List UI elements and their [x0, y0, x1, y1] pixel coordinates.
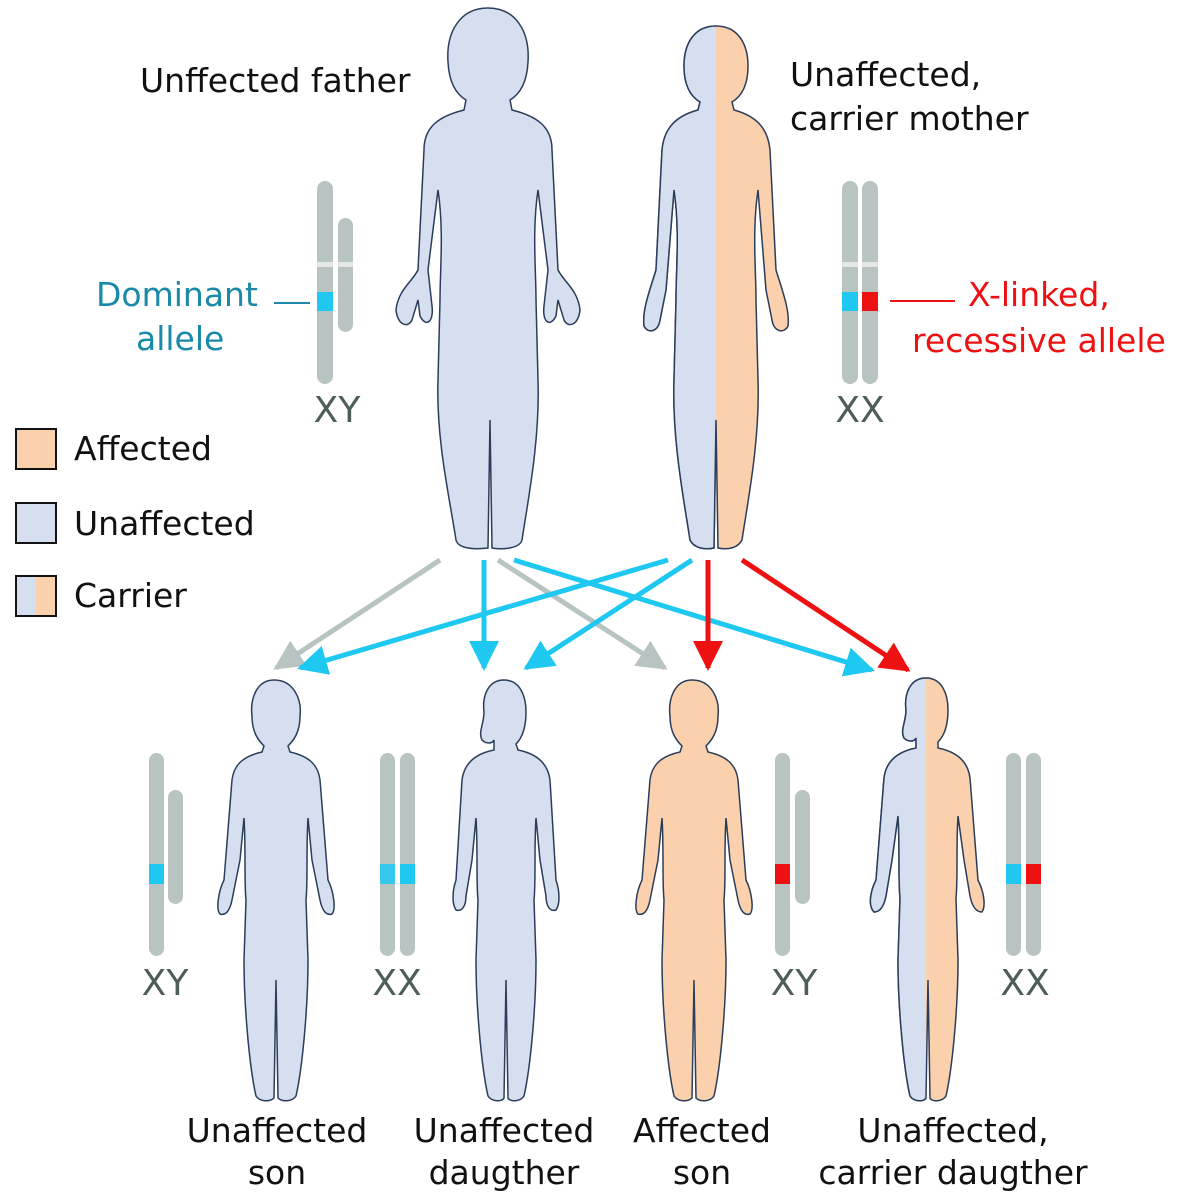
father-chromosomes: [317, 181, 353, 384]
dominant-allele-band: [1006, 864, 1021, 884]
mother-chromosome-label: XX: [835, 390, 884, 431]
dominant-allele-band: [317, 292, 333, 311]
recessive-allele-band: [775, 864, 790, 884]
dominant-allele-band: [380, 864, 395, 884]
father-chromosome-label: XY: [314, 390, 362, 431]
arrow-father-y-to-affected-son: [496, 557, 668, 671]
mother-label-line2: carrier mother: [790, 99, 1029, 138]
arrow-mother-x-to-son: [297, 557, 669, 675]
legend-swatch-affected: [15, 428, 57, 470]
mother-chromosomes: [842, 181, 878, 384]
arrow-mother-x-to-daughter: [523, 557, 694, 671]
dominant-label-line2: allele: [136, 319, 224, 358]
legend-label-affected: Affected: [74, 429, 212, 468]
mother-label-line1: Unaffected,: [790, 55, 981, 94]
unaffected-daughter-chromosome-label: XX: [372, 963, 421, 1004]
dominant-allele-band: [842, 292, 858, 311]
legend: Affected Unaffected Carrier: [15, 428, 255, 617]
y-chromosome: [338, 218, 353, 332]
carrier-daughter-label-line2: carrier daugther: [818, 1153, 1088, 1192]
affected-son-chromosome-label: XY: [771, 963, 819, 1004]
recessive-allele-band: [1026, 864, 1041, 884]
unaffected-daughter-label-line1: Unaffected: [414, 1111, 595, 1150]
affected-son-figure: [635, 679, 753, 1102]
affected-son-label-line2: son: [673, 1153, 731, 1192]
dominant-label-line1: Dominant: [96, 275, 258, 314]
carrier-daughter-chromosomes: [1006, 753, 1041, 956]
unaffected-son-chromosomes: [149, 753, 183, 956]
father-label: Unffected father: [140, 61, 411, 100]
carrier-daughter-chromosome-label: XX: [1000, 963, 1049, 1004]
unaffected-son-label-line1: Unaffected: [187, 1111, 368, 1150]
legend-swatch-carrier: [15, 575, 57, 617]
unaffected-son-figure: [217, 679, 335, 1102]
carrier-daughter-label-line1: Unaffected,: [857, 1111, 1048, 1150]
x-chromosome: [317, 181, 333, 384]
legend-label-carrier: Carrier: [74, 576, 187, 615]
arrow-mother-xr-to-carrier-daughter: [740, 557, 911, 673]
dominant-allele-band: [400, 864, 415, 884]
legend-swatch-unaffected: [15, 502, 57, 544]
father-figure: [395, 7, 581, 550]
dominant-allele-band: [149, 864, 164, 884]
unaffected-daughter-figure: [452, 679, 560, 1102]
affected-son-label-line1: Affected: [633, 1111, 771, 1150]
mother-figure: [642, 25, 790, 550]
arrow-father-x-to-carrier-daughter: [513, 557, 875, 677]
legend-label-unaffected: Unaffected: [74, 504, 255, 543]
unaffected-son-chromosome-label: XY: [142, 963, 190, 1004]
carrier-daughter-figure: [869, 677, 985, 1102]
unaffected-daughter-chromosomes: [380, 753, 415, 956]
recessive-allele-band: [862, 292, 878, 311]
affected-son-chromosomes: [775, 753, 810, 956]
inheritance-arrows: [273, 557, 911, 677]
unaffected-daughter-label-line2: daugther: [429, 1153, 580, 1192]
recessive-label-line2: recessive allele: [912, 321, 1166, 360]
recessive-label-line1: X-linked,: [968, 275, 1110, 314]
unaffected-son-label-line2: son: [248, 1153, 306, 1192]
